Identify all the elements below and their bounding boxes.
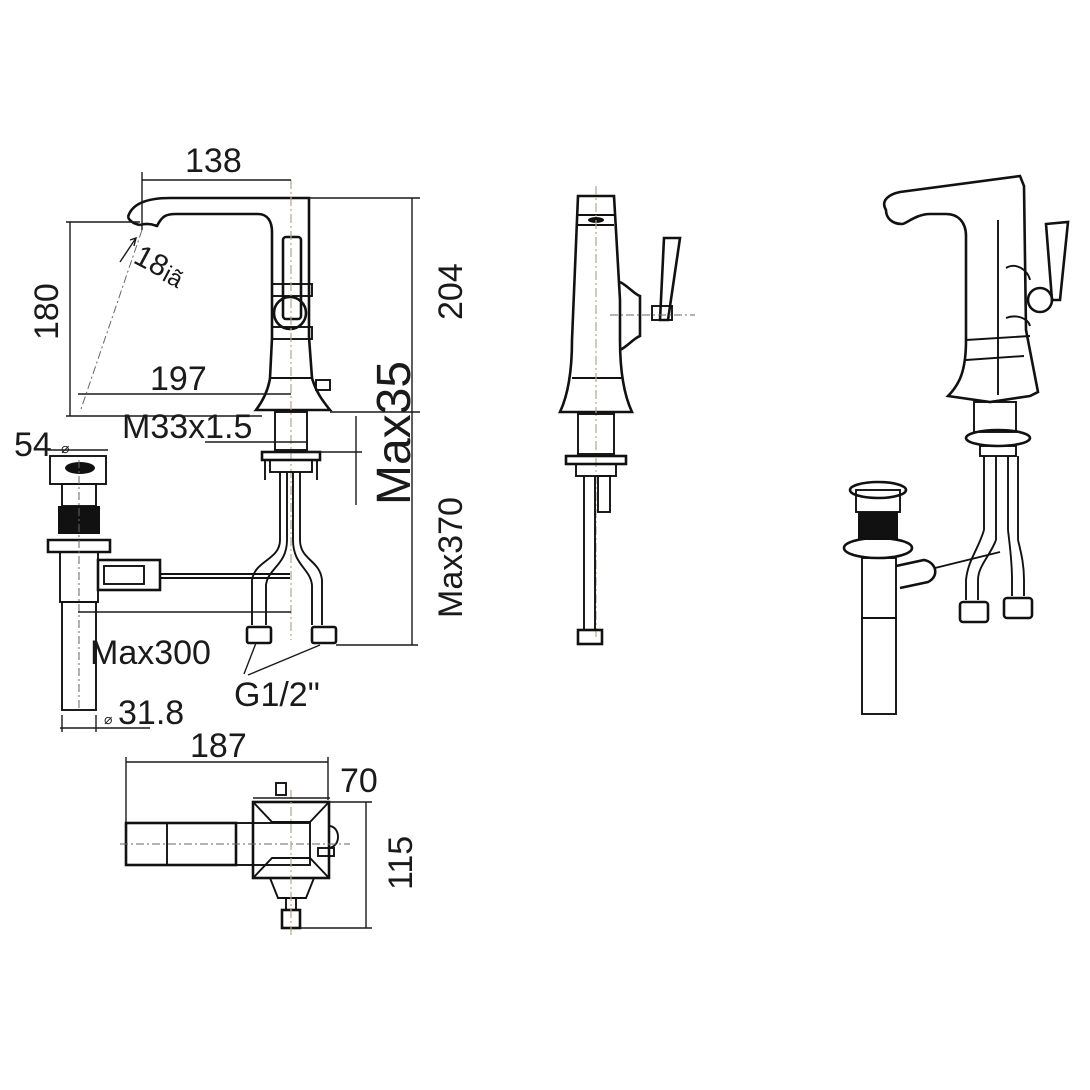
dim-top-length: 187	[190, 727, 247, 765]
dim-max-hose: Max370	[432, 497, 470, 618]
lever-handle	[281, 235, 303, 321]
dia-symbol-pipe: ⌀	[104, 711, 112, 727]
front-view	[557, 186, 695, 646]
dim-drain-top: 54	[14, 426, 52, 464]
popup-drain	[46, 455, 290, 711]
dim-spout-height: 180	[28, 283, 66, 340]
dim-max-rod: Max300	[90, 634, 211, 672]
dia-symbol-top: ⌀	[61, 440, 69, 456]
dim-base-to-drain: 197	[150, 360, 207, 398]
spout-outline	[126, 196, 311, 338]
top-view: 187 70 115	[120, 727, 420, 935]
hose-nut-left	[245, 625, 273, 645]
hose-nut-right	[310, 625, 338, 645]
dim-max-deck: Max35	[368, 361, 421, 505]
dim-drain-pipe: 31.8	[118, 694, 184, 732]
cartridge-ring	[272, 295, 308, 331]
isometric-view	[842, 174, 1070, 715]
dim-top-depth: 115	[382, 836, 420, 890]
dim-spout-reach: 138	[185, 142, 242, 180]
dim-thread: M33x1.5	[122, 408, 252, 446]
dim-total-height: 204	[432, 263, 470, 320]
side-view: 138 180 204 197 M33x1.5 Max35 Max370 Max…	[14, 142, 470, 732]
dim-connection: G1/2"	[234, 676, 320, 714]
dim-top-width: 70	[340, 762, 378, 800]
